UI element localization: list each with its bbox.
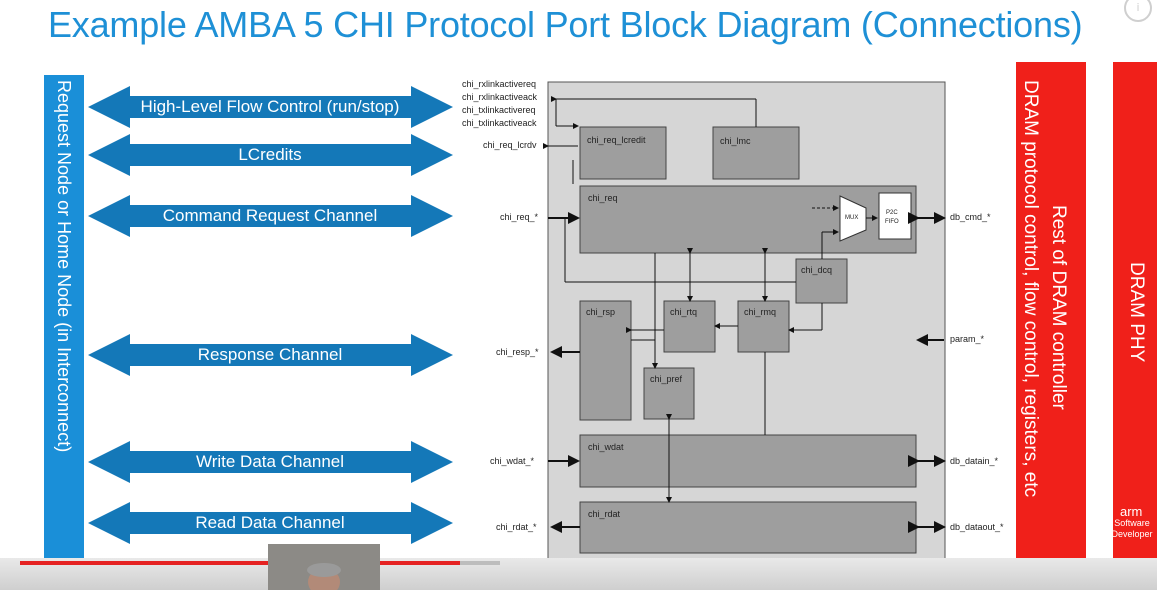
channel-label-lcredits: LCredits: [238, 145, 302, 164]
block-chi-rsp: [579, 300, 632, 421]
signal-db-datain: db_datain_*: [950, 456, 999, 466]
presenter-face-icon: [268, 544, 380, 594]
slide-title: Example AMBA 5 CHI Protocol Port Block D…: [48, 4, 1083, 45]
label-chi-pref: chi_pref: [650, 374, 683, 384]
label-chi-rdat: chi_rdat: [588, 509, 621, 519]
label-chi-req-lcredit: chi_req_lcredit: [587, 135, 646, 145]
fifo-shape: [878, 192, 912, 240]
channel-label-read-data: Read Data Channel: [195, 513, 345, 532]
block-chi-rdat: [579, 501, 917, 554]
block-chi-wdat: [579, 434, 917, 488]
video-progress-played[interactable]: [20, 561, 460, 565]
dram-controller-label: Rest of DRAM controller: [1048, 205, 1069, 410]
dram-phy-label: DRAM PHY: [1126, 262, 1147, 363]
label-chi-rmq: chi_rmq: [744, 307, 777, 317]
label-chi-req: chi_req: [588, 193, 618, 203]
dram-phy-bar: [1113, 62, 1157, 582]
channel-label-flow-control: High-Level Flow Control (run/stop): [140, 97, 400, 116]
signal-wdat: chi_wdat_*: [490, 456, 535, 466]
arm-logo: arm: [1120, 504, 1143, 519]
signal-rxlinkactiveack: chi_rxlinkactiveack: [462, 92, 538, 102]
signal-txlinkactiveack: chi_txlinkactiveack: [462, 118, 537, 128]
arrow-lcredits: [88, 134, 453, 176]
signal-txlinkactivereq: chi_txlinkactivereq: [462, 105, 536, 115]
label-chi-wdat: chi_wdat: [588, 442, 624, 452]
signal-rdat: chi_rdat_*: [496, 522, 537, 532]
block-chi-lmc: [712, 126, 800, 180]
block-chi-pref: [643, 367, 695, 420]
channel-label-write-data: Write Data Channel: [195, 452, 345, 471]
presenter-thumbnail: [268, 544, 380, 594]
arrow-write-data: [88, 441, 453, 483]
channel-label-response: Response Channel: [197, 345, 343, 364]
signal-db-dataout: db_dataout_*: [950, 522, 1004, 532]
signal-req: chi_req_*: [500, 212, 539, 222]
label-chi-lmc: chi_lmc: [720, 136, 751, 146]
signal-rxlinkactivereq: chi_rxlinkactivereq: [462, 79, 537, 89]
label-chi-dcq: chi_dcq: [801, 265, 833, 275]
label-chi-rtq: chi_rtq: [670, 307, 698, 317]
signal-param: param_*: [950, 334, 985, 344]
signal-resp: chi_resp_*: [496, 347, 539, 357]
signal-db-cmd: db_cmd_*: [950, 212, 991, 222]
channel-label-command-request: Command Request Channel: [162, 206, 378, 225]
request-node-label: Request Node or Home Node (in Interconne…: [54, 80, 74, 453]
arrow-response: [88, 334, 453, 376]
dram-controller-bar: [1016, 62, 1086, 582]
label-fifo-line2: FIFO: [885, 219, 899, 225]
request-node-bar: [44, 75, 84, 563]
arrow-flow-control: [88, 86, 453, 128]
label-chi-rsp: chi_rsp: [586, 307, 616, 317]
arrow-read-data: [88, 502, 453, 544]
label-mux: MUX: [845, 215, 859, 221]
info-icon[interactable]: i: [1124, 0, 1152, 22]
arm-watermark-sub: Software Developer: [1111, 518, 1153, 539]
dram-controller-detail: DRAM protocol control, flow control, reg…: [1020, 80, 1041, 498]
arrow-command-request: [88, 195, 453, 237]
signal-req-lcrdv: chi_req_lcrdv: [483, 140, 537, 150]
video-progress-buffered[interactable]: [460, 561, 500, 565]
label-fifo-line1: P2C: [886, 210, 898, 216]
block-chi-req-lcredit: [579, 126, 667, 180]
block-chi-rmq: [737, 300, 790, 353]
block-chi-rtq: [663, 300, 716, 353]
mux-shape: [839, 195, 867, 242]
